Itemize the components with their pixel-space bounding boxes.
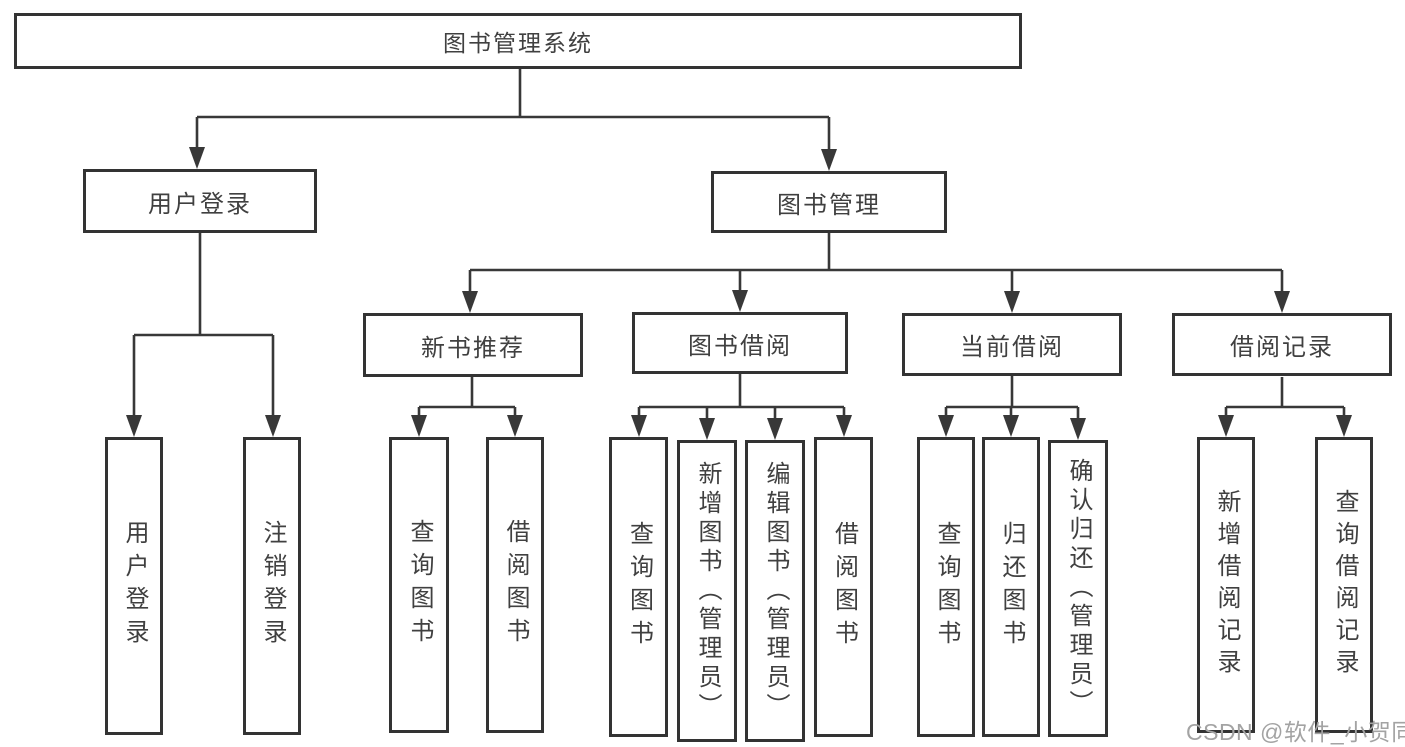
leaf-edit-book-admin: 编辑图书（管理员） <box>745 440 805 742</box>
leaf-confirm-return-admin: 确认归还（管理员） <box>1048 440 1108 737</box>
leaf-query-books-borrow: 查询图书 <box>609 437 668 737</box>
leaf-query-books-recommend: 查询图书 <box>389 437 449 733</box>
leaf-borrow-books: 借阅图书 <box>814 437 873 737</box>
leaf-user-login: 用户登录 <box>105 437 163 735</box>
csdn-watermark: CSDN @软件_小贺同学 <box>1186 719 1405 745</box>
leaf-add-book-admin: 新增图书（管理员） <box>677 440 737 742</box>
node-user-login: 用户登录 <box>83 169 317 233</box>
leaf-query-borrow-record: 查询借阅记录 <box>1315 437 1373 733</box>
leaf-query-books-current: 查询图书 <box>917 437 975 737</box>
node-new-book-recommend: 新书推荐 <box>363 313 583 377</box>
node-root: 图书管理系统 <box>14 13 1022 69</box>
leaf-return-book: 归还图书 <box>982 437 1040 737</box>
node-borrow-records: 借阅记录 <box>1172 313 1392 376</box>
leaf-borrow-books-recommend: 借阅图书 <box>486 437 544 733</box>
leaf-logout: 注销登录 <box>243 437 301 735</box>
leaf-add-borrow-record: 新增借阅记录 <box>1197 437 1255 733</box>
node-current-borrow: 当前借阅 <box>902 313 1122 376</box>
node-book-management: 图书管理 <box>711 171 947 233</box>
node-book-borrow: 图书借阅 <box>632 312 848 374</box>
